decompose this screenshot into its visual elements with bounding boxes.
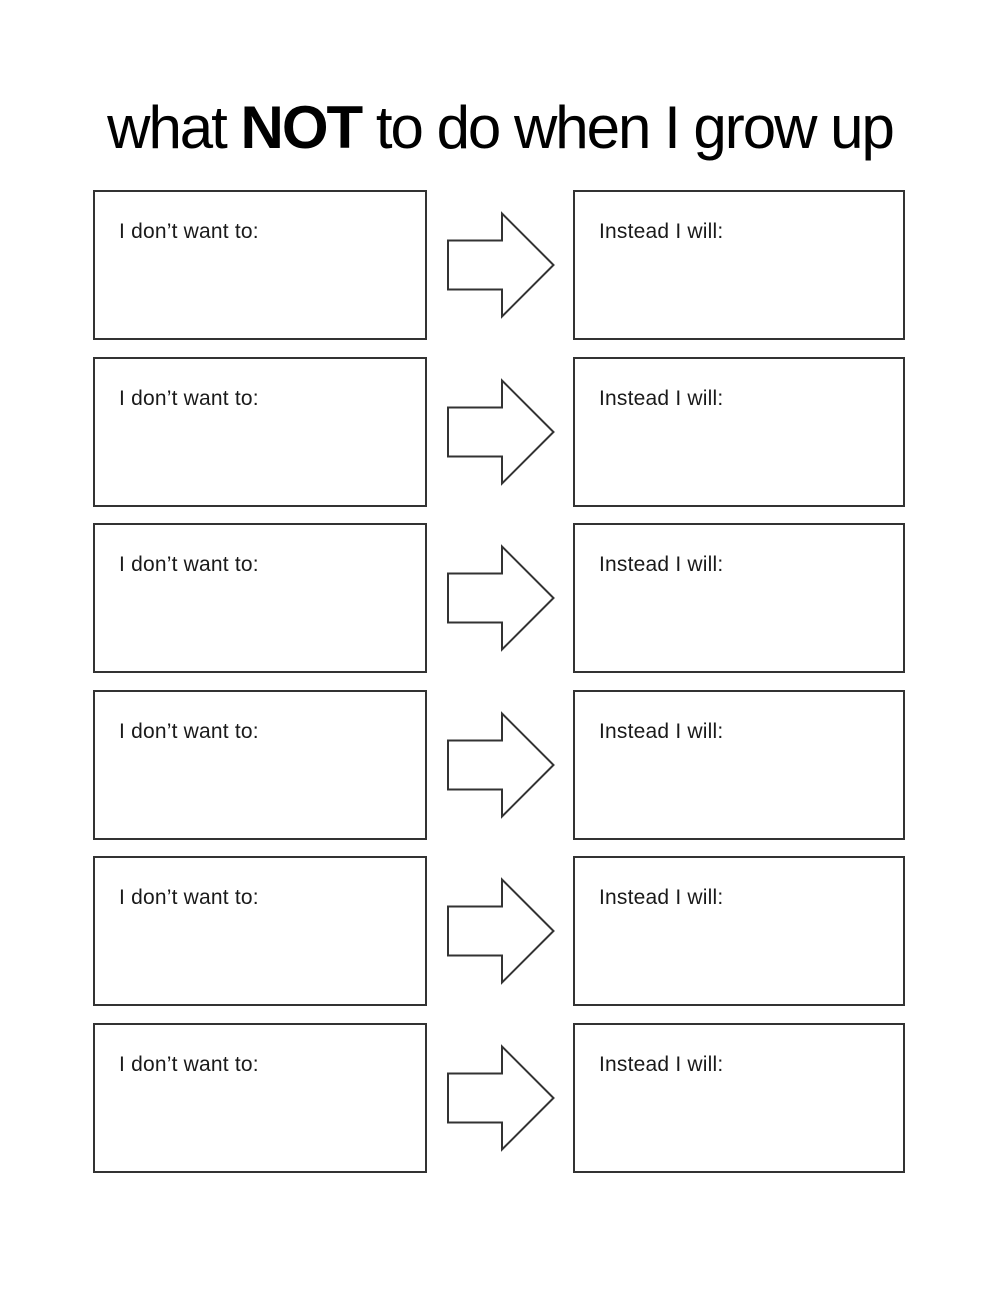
worksheet-rows: I don’t want to: Instead I will: I don’t… (0, 190, 1000, 1189)
dont-want-label: I don’t want to: (119, 386, 259, 410)
dont-want-label: I don’t want to: (119, 220, 259, 243)
right-block-arrow-icon (446, 211, 556, 319)
worksheet-row: I don’t want to: Instead I will: (0, 689, 1000, 840)
dont-want-label: I don’t want to: (119, 719, 259, 743)
page-title-prefix: what (107, 94, 241, 161)
instead-label: Instead I will: (599, 1052, 724, 1076)
worksheet-row: I don’t want to: Instead I will: (0, 523, 1000, 673)
dont-want-label: I don’t want to: (119, 553, 259, 576)
dont-want-box[interactable]: I don’t want to: (93, 856, 427, 1006)
instead-box[interactable]: Instead I will: (573, 856, 905, 1006)
instead-box[interactable]: Instead I will: (573, 356, 905, 507)
dont-want-label: I don’t want to: (119, 886, 259, 909)
instead-box[interactable]: Instead I will: (573, 523, 905, 673)
page-title-emphasis: NOT (240, 94, 364, 161)
instead-box[interactable]: Instead I will: (573, 190, 905, 340)
dont-want-box[interactable]: I don’t want to: (93, 523, 427, 673)
dont-want-box[interactable]: I don’t want to: (93, 190, 427, 340)
worksheet-row: I don’t want to: Instead I will: (0, 190, 1000, 340)
instead-box[interactable]: Instead I will: (573, 1022, 905, 1173)
worksheet-row: I don’t want to: Instead I will: (0, 356, 1000, 507)
instead-label: Instead I will: (599, 386, 724, 410)
worksheet-row: I don’t want to: Instead I will: (0, 1022, 1000, 1173)
right-block-arrow-icon (446, 1043, 556, 1152)
instead-label: Instead I will: (599, 220, 724, 243)
right-block-arrow-icon (446, 544, 556, 652)
page-title: what NOT to do when I grow up (0, 88, 1000, 168)
instead-label: Instead I will: (599, 886, 724, 909)
right-block-arrow-icon (446, 377, 556, 486)
right-block-arrow-icon (446, 710, 556, 819)
dont-want-label: I don’t want to: (119, 1052, 259, 1076)
dont-want-box[interactable]: I don’t want to: (93, 356, 427, 507)
instead-label: Instead I will: (599, 553, 724, 576)
dont-want-box[interactable]: I don’t want to: (93, 689, 427, 840)
dont-want-box[interactable]: I don’t want to: (93, 1022, 427, 1173)
instead-label: Instead I will: (599, 719, 724, 743)
instead-box[interactable]: Instead I will: (573, 689, 905, 840)
worksheet-row: I don’t want to: Instead I will: (0, 856, 1000, 1006)
right-block-arrow-icon (446, 877, 556, 985)
page-title-suffix: to do when I grow up (361, 94, 895, 161)
